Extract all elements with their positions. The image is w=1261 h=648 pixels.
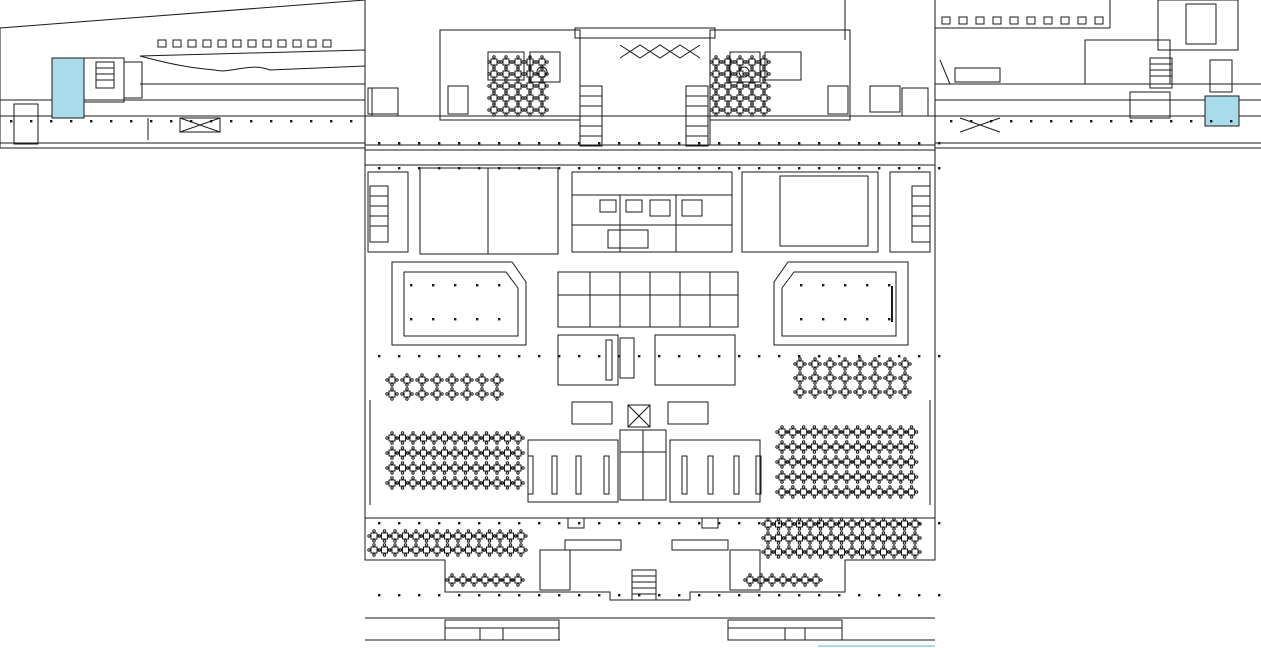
escalator-icon bbox=[580, 86, 708, 146]
column-marker-icon bbox=[10, 120, 1233, 597]
stair-icon bbox=[1150, 58, 1172, 88]
facade-windows bbox=[158, 17, 1103, 47]
food-stalls bbox=[528, 440, 761, 590]
east-meeting-rooms bbox=[742, 172, 930, 252]
stair-icon bbox=[370, 186, 388, 242]
east-ballroom bbox=[774, 262, 908, 345]
table-chair-cluster-icon bbox=[368, 56, 921, 586]
west-stair-core-room[interactable] bbox=[52, 58, 84, 118]
service-core bbox=[558, 272, 738, 500]
upper-lounge-west bbox=[488, 52, 560, 82]
stair-icon bbox=[632, 570, 656, 600]
stair-icon bbox=[96, 62, 114, 88]
west-wing bbox=[0, 0, 365, 148]
west-meeting-rooms bbox=[368, 168, 558, 254]
west-ballroom bbox=[392, 262, 526, 345]
site-edge bbox=[365, 618, 935, 640]
stair-icon bbox=[912, 186, 930, 242]
restroom-fixture-icon bbox=[368, 86, 900, 114]
central-offices bbox=[572, 172, 732, 252]
